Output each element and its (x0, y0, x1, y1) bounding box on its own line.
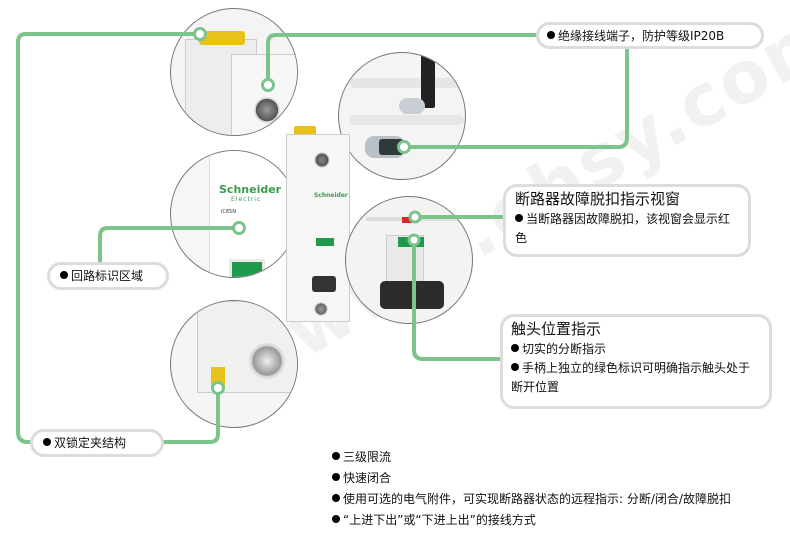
feature-item: 三级限流 (332, 447, 731, 468)
callout-text: 回路标识区域 (71, 269, 144, 283)
feature-text: 三级限流 (343, 450, 392, 464)
bullet-icon (332, 494, 340, 502)
callout-text: 当断路器因故障脱扣，该视窗会显示红色 (515, 212, 731, 245)
callout-title: 断路器故障脱扣指示视窗 (515, 190, 681, 208)
callout-title: 触头位置指示 (511, 320, 602, 338)
bullet-icon (332, 473, 340, 481)
callout-circuit-label-area: 回路标识区域 (47, 262, 169, 290)
callout-bullet-2: 手柄上独立的绿色标识可明确指示触头处于断开位置 (511, 359, 761, 397)
callout-double-clamp: 双锁定夹结构 (30, 429, 164, 457)
brand-logo: Schneider (219, 183, 282, 196)
callout-bullet: 当断路器因故障脱扣，该视窗会显示红色 (515, 210, 740, 248)
detail-circle-double-clamp (170, 300, 298, 428)
callout-contact-position: 触头位置指示 切实的分断指示 手柄上独立的绿色标识可明确指示触头处于断开位置 (500, 314, 772, 409)
bullet-icon (332, 515, 340, 523)
detail-circle-insulated-terminal (338, 52, 466, 180)
bullet-icon (511, 363, 519, 371)
callout-text: 绝缘接线端子，防护等级IP20B (558, 29, 725, 43)
callout-text: 双锁定夹结构 (54, 436, 127, 450)
bullet-icon (43, 438, 51, 446)
feature-item: “上进下出”或“下进上出”的接线方式 (332, 510, 731, 531)
callout-text: 手柄上独立的绿色标识可明确指示触头处于断开位置 (511, 361, 751, 394)
bullet-icon (332, 452, 340, 460)
model-label: iC65N (221, 209, 236, 215)
yellow-clamp-top (294, 126, 316, 136)
green-handle-indicator (229, 259, 265, 277)
feature-list: 三级限流 快速闭合 使用可选的电气附件，可实现断路器状态的远程指示: 分断/闭合… (332, 447, 731, 531)
feature-text: 使用可选的电气附件，可实现断路器状态的远程指示: 分断/闭合/故障脱扣 (343, 492, 731, 506)
yellow-clamp (199, 31, 245, 45)
callout-fault-window: 断路器故障脱扣指示视窗 当断路器因故障脱扣，该视窗会显示红色 (503, 184, 751, 257)
terminal-screw-icon (254, 97, 280, 123)
bullet-icon (511, 344, 519, 352)
callout-insulated-terminal: 绝缘接线端子，防护等级IP20B (536, 22, 764, 49)
brand-logo-small: Schneider (314, 192, 348, 199)
bullet-icon (547, 31, 555, 39)
detail-circle-top-terminal (170, 8, 298, 136)
bullet-icon (60, 271, 68, 279)
callout-text: 切实的分断指示 (522, 342, 607, 356)
detail-circle-label-area: Schneider Electric iC65N (170, 150, 298, 278)
circuit-breaker-image: Schneider (284, 126, 354, 322)
feature-item: 快速闭合 (332, 468, 731, 489)
callout-bullet-1: 切实的分断指示 (511, 340, 761, 359)
feature-text: “上进下出”或“下进上出”的接线方式 (343, 513, 536, 527)
screwdriver-icon (421, 53, 435, 108)
feature-item: 使用可选的电气附件，可实现断路器状态的远程指示: 分断/闭合/故障脱扣 (332, 489, 731, 510)
feature-text: 快速闭合 (343, 471, 392, 485)
brand-sub: Electric (231, 196, 262, 203)
bullet-icon (515, 214, 523, 222)
